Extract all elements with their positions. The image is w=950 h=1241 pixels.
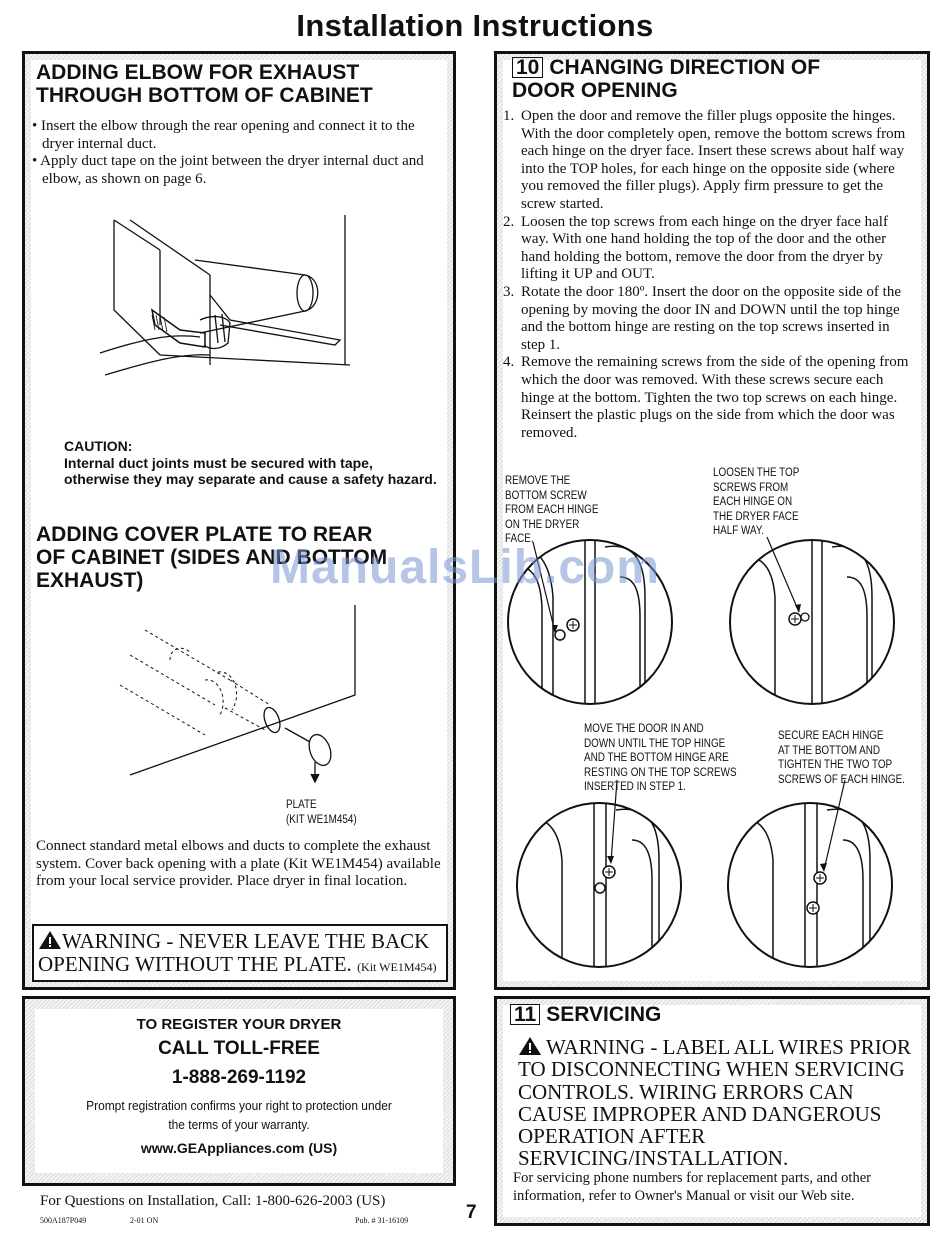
pub-number: Pub. # 31-16109 — [355, 1216, 409, 1225]
step-item: 3.Rotate the door 180º. Insert the door … — [503, 283, 901, 353]
phone-number: 1-888-269-1192 — [171, 1067, 307, 1088]
bullet-item: • Insert the elbow through the rear open… — [32, 118, 415, 152]
cover-plate-illustration — [119, 605, 356, 784]
watermark: ManualsLib.com — [270, 541, 661, 594]
step-item: 4.Remove the remaining screws from the s… — [503, 354, 909, 441]
register-content: TO REGISTER YOUR DRYER CALL TOLL-FREE 1-… — [32, 1016, 446, 1162]
warning-triangle-icon — [39, 931, 61, 949]
cover-plate-text: Connect standard metal elbows and ducts … — [36, 838, 441, 890]
step-item: 1.Open the door and remove the filler pl… — [503, 108, 906, 212]
back-opening-warning: WARNING - NEVER LEAVE THE BACK OPENING W… — [32, 924, 448, 982]
print-date: 2-01 ON — [130, 1216, 159, 1225]
plate-label: PLATE (KIT WE1M454) — [286, 799, 357, 826]
hinge-figure-4 — [727, 779, 893, 968]
elbow-illustration — [99, 215, 351, 376]
fig-label-secure-hinge: SECURE EACH HINGE AT THE BOTTOM AND TIGH… — [778, 730, 905, 786]
installation-questions: For Questions on Installation, Call: 1-8… — [40, 1193, 386, 1209]
website-link[interactable]: www.GEAppliances.com (US) — [140, 1140, 338, 1156]
servicing-panel — [494, 996, 930, 1226]
fig-label-move-door: MOVE THE DOOR IN AND DOWN UNTIL THE TOP … — [584, 723, 737, 793]
step-number-badge: 11 — [510, 1004, 541, 1025]
bullet-item: • Apply duct tape on the joint between t… — [32, 153, 424, 187]
door-steps: 1.Open the door and remove the filler pl… — [503, 108, 917, 442]
servicing-text: For servicing phone numbers for replacem… — [513, 1170, 871, 1204]
hinge-figure-2 — [729, 536, 895, 705]
cover-plate-heading: ADDING COVER PLATE TO REAR OF CABINET (S… — [36, 523, 388, 592]
servicing-warning: WARNING - LABEL ALL WIRES PRIOR TO DISCO… — [518, 1035, 911, 1171]
fig-label-remove-screw: REMOVE THE BOTTOM SCREW FROM EACH HINGE … — [505, 475, 599, 545]
elbow-bullets: • Insert the elbow through the rear open… — [32, 118, 450, 188]
step-number-badge: 10 — [512, 57, 544, 78]
caution-box: CAUTION: Internal duct joints must be se… — [64, 438, 437, 487]
step-item: 2.Loosen the top screws from each hinge … — [503, 213, 888, 283]
page-number: 7 — [466, 1202, 477, 1223]
part-number: 500A187P049 — [40, 1216, 87, 1225]
left-panel — [22, 51, 456, 990]
register-panel — [22, 996, 456, 1186]
hinge-figure-1 — [507, 539, 673, 705]
page-title: Installation Instructions — [296, 8, 654, 43]
fig-label-loosen-screws: LOOSEN THE TOP SCREWS FROM EACH HINGE ON… — [713, 467, 800, 537]
elbow-heading: ADDING ELBOW FOR EXHAUST THROUGH BOTTOM … — [36, 61, 373, 107]
hinge-figure-3 — [516, 779, 682, 968]
warning-triangle-icon — [519, 1037, 541, 1055]
